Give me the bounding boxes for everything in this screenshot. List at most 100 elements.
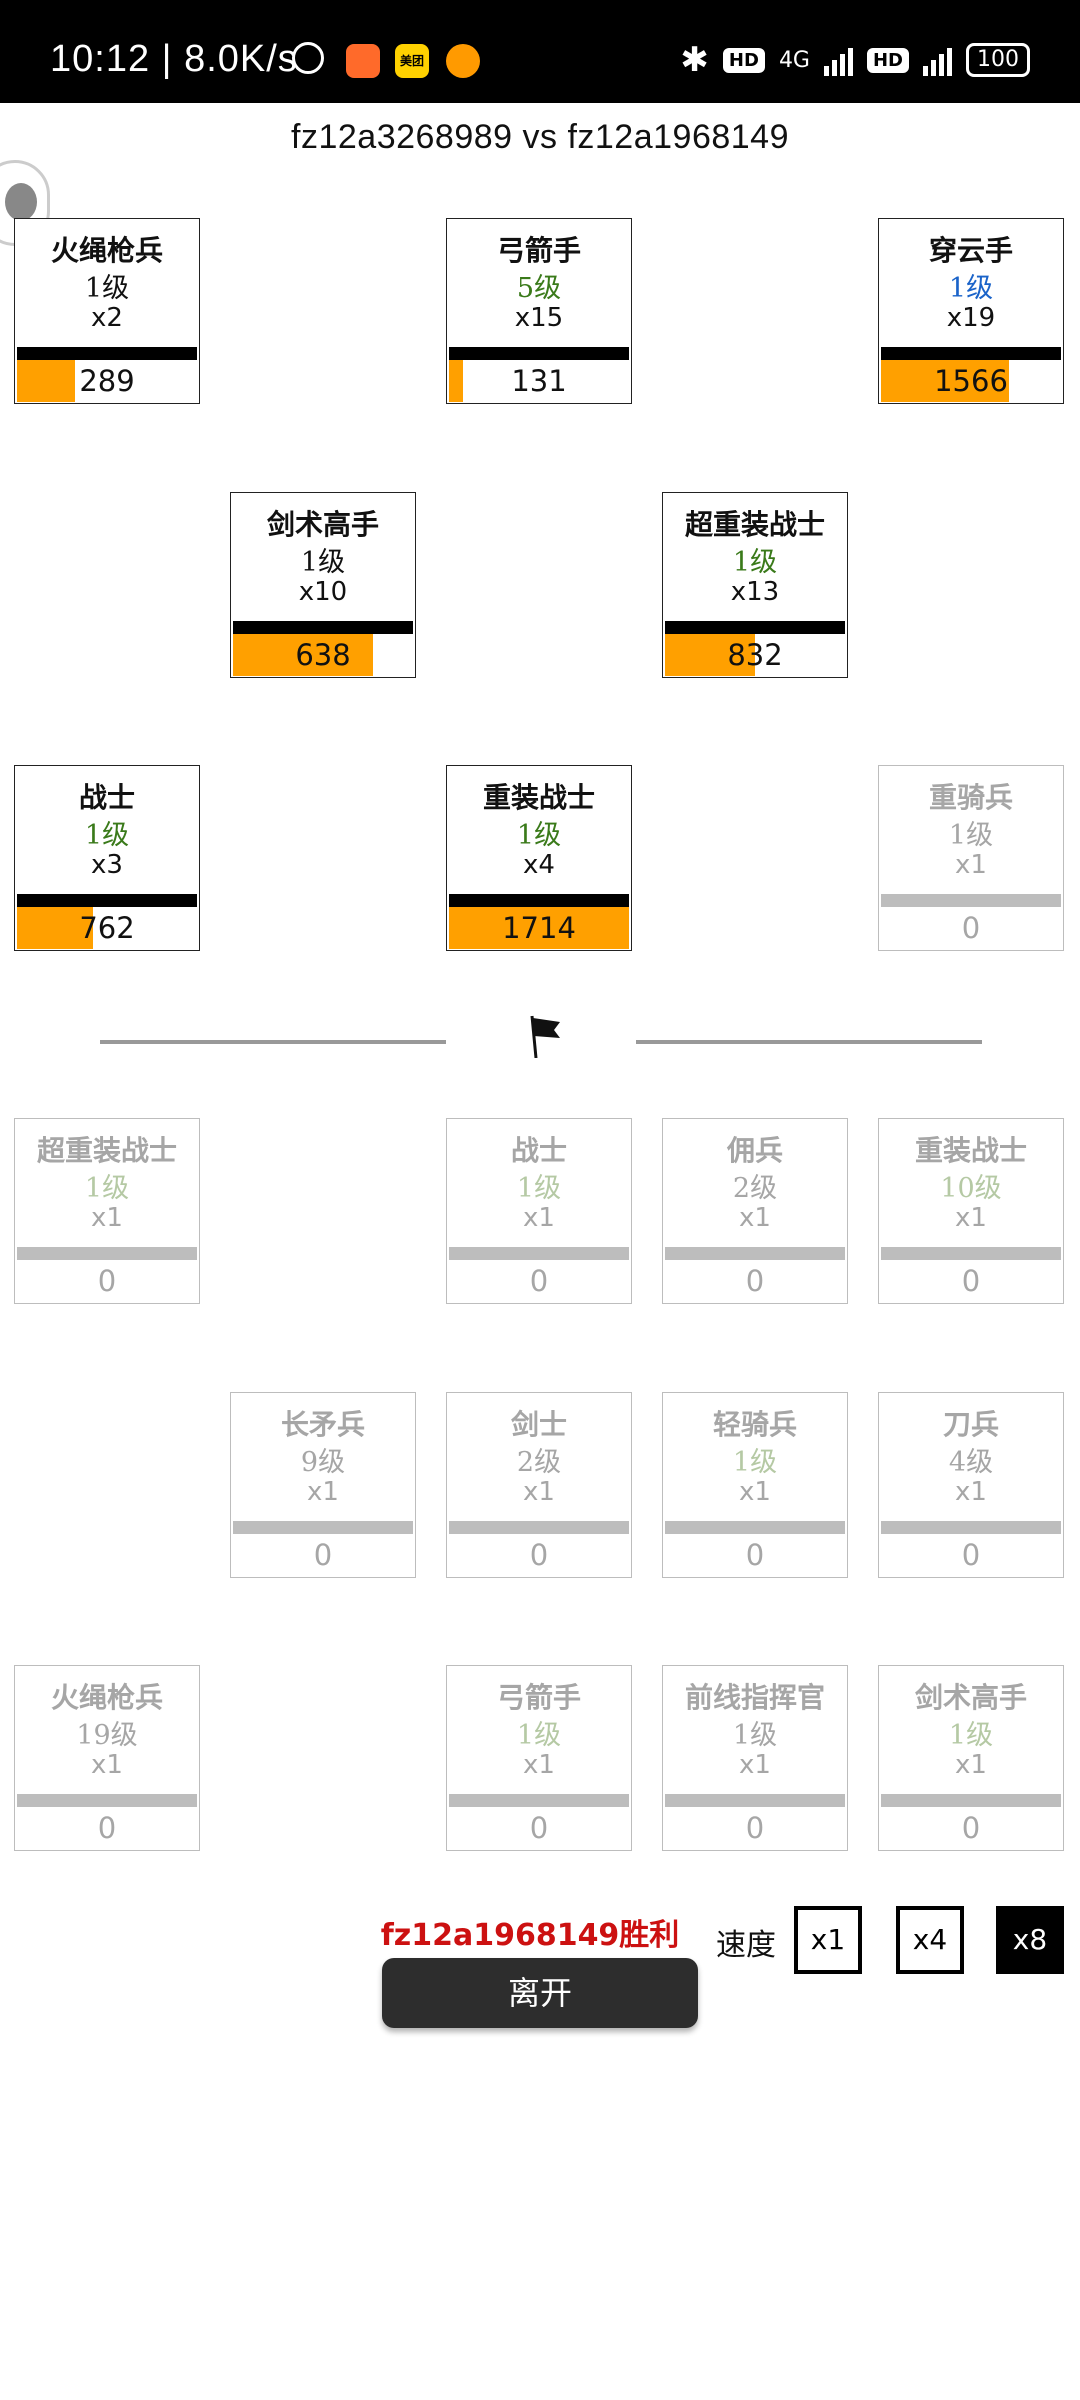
unit-level: 1级: [732, 547, 778, 578]
unit-count: x1: [307, 1477, 339, 1507]
unit-count: x4: [523, 850, 555, 880]
unit-hp-value: 0: [313, 1538, 333, 1572]
leave-button[interactable]: 离开: [382, 1958, 698, 2028]
unit-hp-value: 0: [961, 1264, 981, 1298]
unit-hp-value: 638: [295, 638, 351, 672]
unit-count: x15: [514, 303, 564, 333]
unit-count: x1: [955, 1477, 987, 1507]
unit-bar-divider: [233, 1521, 413, 1534]
unit-hp-bar: 0: [881, 907, 1061, 949]
unit-bar-divider: [449, 1794, 629, 1807]
unit-count: x1: [523, 1203, 555, 1233]
unit-bar-divider: [17, 894, 197, 907]
unit-hp-bar: 762: [17, 907, 197, 949]
unit-count: x10: [298, 577, 348, 607]
unit-name: 火绳枪兵: [50, 1681, 163, 1714]
unit-bar-divider: [881, 1794, 1061, 1807]
unit-name: 超重装战士: [684, 508, 825, 541]
unit-hp-value: 0: [745, 1538, 765, 1572]
unit-bar-divider: [881, 1521, 1061, 1534]
unit-name: 刀兵: [942, 1408, 999, 1441]
unit-hp-bar: 1714: [449, 907, 629, 949]
unit-hp-value: 289: [79, 364, 135, 398]
unit-level: 1级: [948, 820, 994, 851]
unit-hp-bar: 0: [881, 1260, 1061, 1302]
speed-x1-button[interactable]: x1: [794, 1906, 862, 1974]
unit-count: x1: [955, 1203, 987, 1233]
unit-level: 1级: [516, 820, 562, 851]
unit-hp-value: 762: [79, 911, 135, 945]
unit-count: x1: [91, 1203, 123, 1233]
unit-hp-value: 0: [961, 1811, 981, 1845]
status-time: 10:12 | 8.0K/s: [50, 38, 298, 80]
unit-bar-divider: [881, 1247, 1061, 1260]
unit-bar-divider: [233, 621, 413, 634]
unit-count: x1: [955, 850, 987, 880]
unit-bar-divider: [881, 894, 1061, 907]
signal-icon: [823, 44, 853, 76]
unit-name: 战士: [510, 1134, 567, 1167]
battle-result: fz12a1968149胜利: [380, 1918, 680, 1953]
unit-name: 火绳枪兵: [50, 234, 163, 267]
speed-x4-button[interactable]: x4: [896, 1906, 964, 1974]
unit-count: x3: [91, 850, 123, 880]
unit-hp-fill: [881, 360, 1009, 402]
unit-hp-value: 0: [529, 1811, 549, 1845]
unit-level: 4级: [948, 1447, 994, 1478]
unit-level: 1级: [516, 1720, 562, 1751]
unit-name: 重装战士: [914, 1134, 1027, 1167]
unit-hp-fill: [665, 634, 755, 676]
app-notification-icon: [346, 44, 380, 78]
unit-name: 剑士: [510, 1408, 567, 1441]
unit-bar-divider: [17, 1794, 197, 1807]
unit-count: x1: [739, 1203, 771, 1233]
unit-bar-divider: [17, 347, 197, 360]
alarm-icon: [292, 42, 324, 74]
unit-level: 9级: [300, 1447, 346, 1478]
speed-x8-button[interactable]: x8: [996, 1906, 1064, 1974]
unit-hp-bar: 131: [449, 360, 629, 402]
unit-hp-fill: [449, 907, 629, 949]
unit-count: x13: [730, 577, 780, 607]
unit-hp-bar: 0: [665, 1807, 845, 1849]
divider-left: [100, 1040, 446, 1044]
unit-hp-bar: 0: [881, 1807, 1061, 1849]
unit-hp-bar: 0: [665, 1534, 845, 1576]
unit-level: 1级: [732, 1447, 778, 1478]
unit-hp-value: 0: [745, 1264, 765, 1298]
unit-bar-divider: [665, 621, 845, 634]
unit-hp-value: 0: [961, 1538, 981, 1572]
unit-level: 1级: [84, 820, 130, 851]
unit-hp-value: 131: [511, 364, 567, 398]
weibo-icon: [446, 44, 480, 78]
unit-level: 1级: [84, 1173, 130, 1204]
unit-hp-value: 0: [745, 1811, 765, 1845]
unit-name: 前线指挥官: [684, 1681, 825, 1714]
unit-hp-value: 1714: [502, 911, 576, 945]
unit-bar-divider: [17, 1247, 197, 1260]
unit-name: 穿云手: [928, 234, 1013, 267]
unit-bar-divider: [665, 1521, 845, 1534]
signal-icon-2: [923, 44, 952, 76]
unit-name: 弓箭手: [496, 1681, 581, 1714]
